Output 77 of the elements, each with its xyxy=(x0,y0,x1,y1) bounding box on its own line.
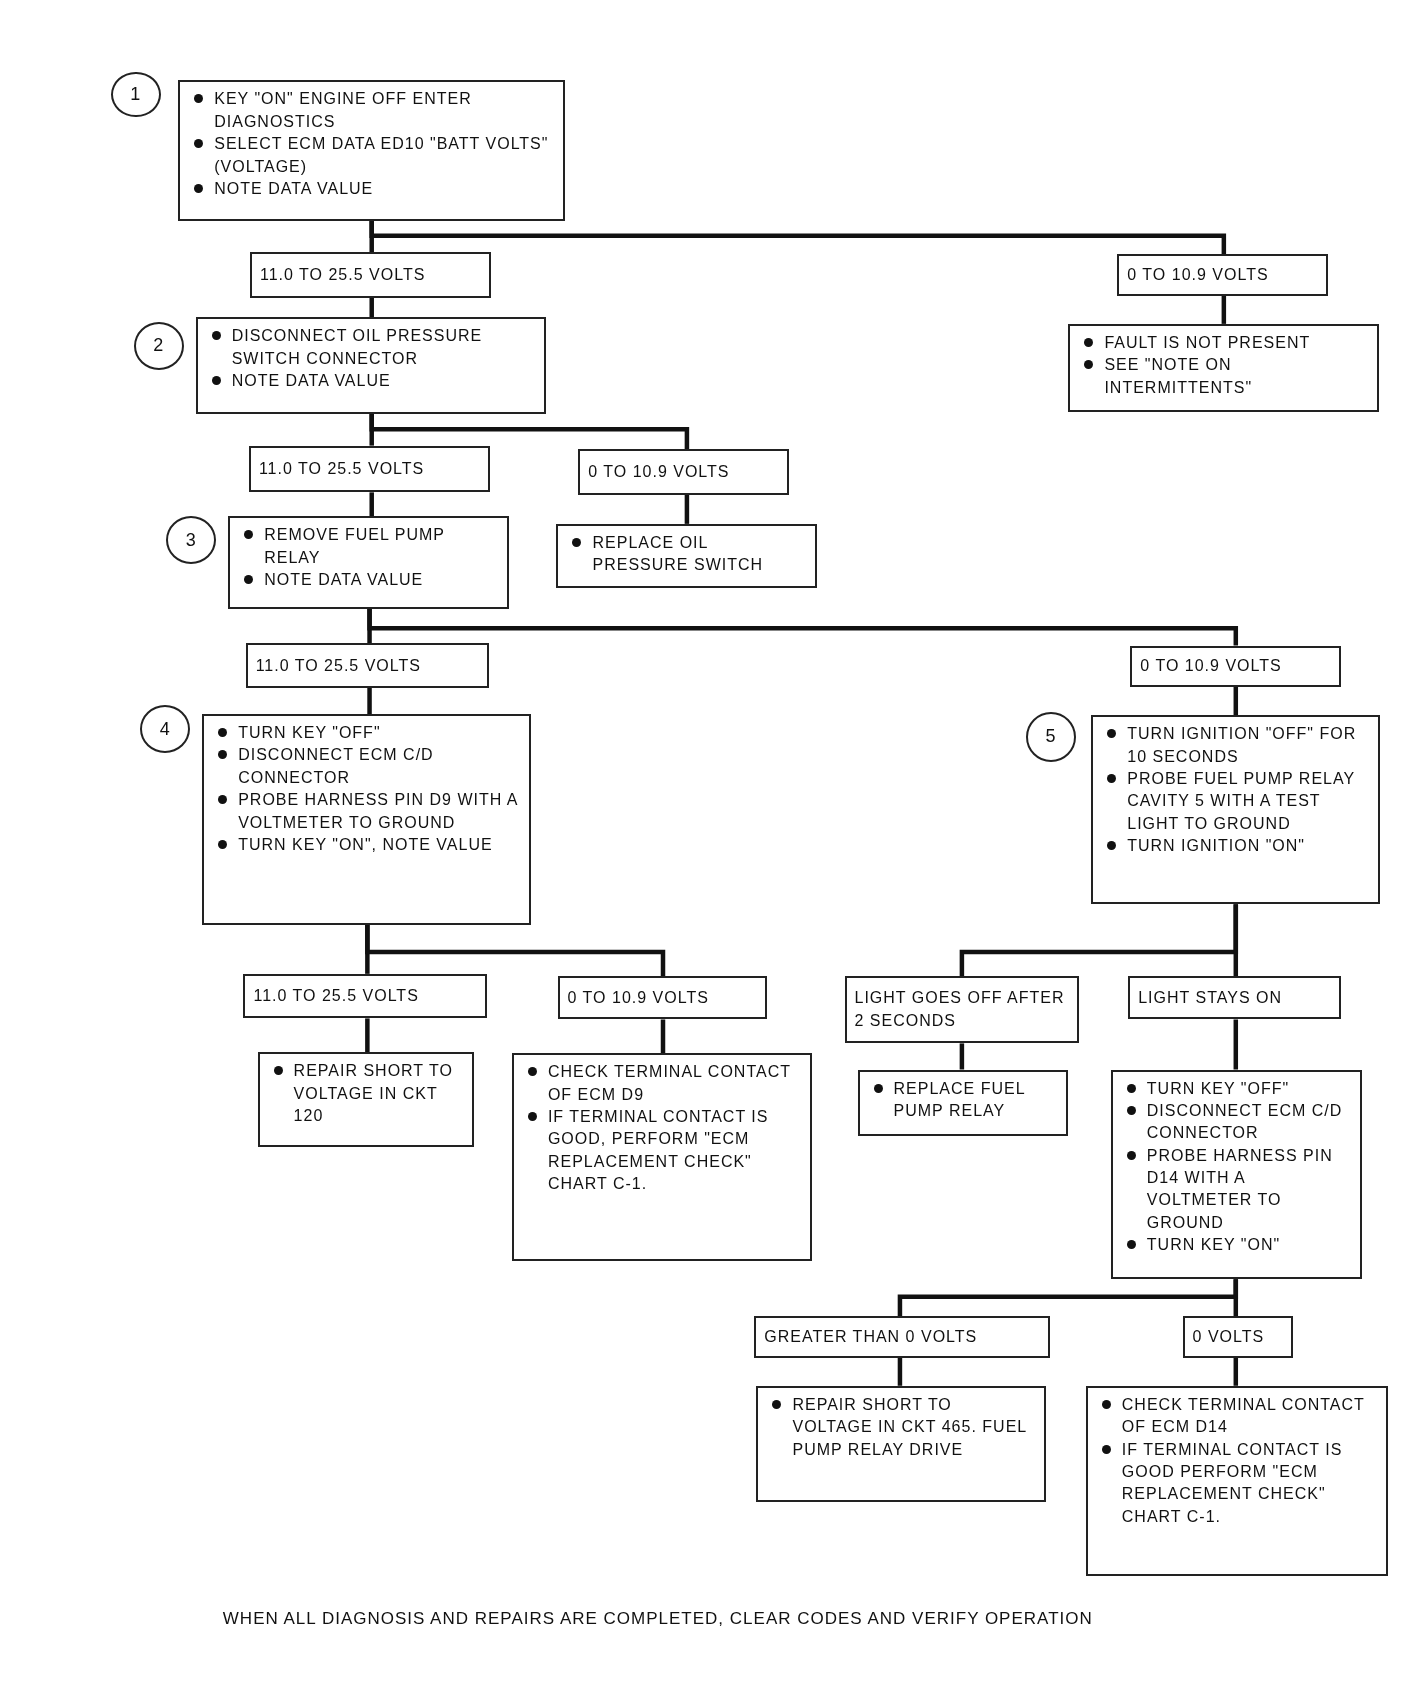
connector-line xyxy=(369,220,1227,255)
bullet-item: PROBE HARNESS PIN D14 WITH A VOLTMETER TO GROUND xyxy=(1120,1144,1352,1235)
instruction-box xyxy=(1091,715,1381,905)
bullet-item: PROBE FUEL PUMP RELAY CAVITY 5 WITH A TEST LIGHT TO GROUND xyxy=(1101,767,1371,836)
step-number-circle: 1 xyxy=(110,71,161,118)
instruction-box xyxy=(857,1069,1069,1136)
result-box: 11.0 TO 25.5 VOLTS xyxy=(250,252,492,298)
result-box: 0 TO 10.9 VOLTS xyxy=(1130,645,1342,687)
instruction-box xyxy=(195,317,546,415)
instruction-box xyxy=(756,1385,1046,1503)
result-box: 0 TO 10.9 VOLTS xyxy=(1117,254,1329,296)
bullet-item: DISCONNECT ECM C/D CONNECTOR xyxy=(1120,1099,1352,1145)
connector-line xyxy=(684,494,690,524)
step-number-circle: 2 xyxy=(133,321,184,370)
connector-line xyxy=(897,1357,903,1386)
bullet-item: REPLACE OIL PRESSURE SWITCH xyxy=(566,531,808,577)
bullet-item: KEY "ON" ENGINE OFF ENTER DIAGNOSTICS xyxy=(188,88,556,134)
instruction-box xyxy=(178,80,566,221)
connector-line xyxy=(369,492,374,517)
bullet-item: TURN KEY "OFF" xyxy=(1120,1077,1352,1100)
instruction-box xyxy=(1085,1385,1388,1576)
bullet-item: DISCONNECT ECM C/D CONNECTOR xyxy=(212,744,522,790)
bullet-item: IF TERMINAL CONTACT IS GOOD PERFORM "ECM REPLACEMENT CHECK" CHART C-1. xyxy=(1095,1438,1378,1529)
bullet-item: NOTE DATA VALUE xyxy=(188,178,556,201)
connector-line xyxy=(959,1043,965,1070)
step-number-circle: 3 xyxy=(166,516,217,565)
instruction-box xyxy=(556,523,818,588)
step-number-circle: 5 xyxy=(1026,711,1076,762)
result-box: LIGHT GOES OFF AFTER 2 SECONDS xyxy=(844,976,1080,1044)
bullet-item: REPAIR SHORT TO VOLTAGE IN CKT 120 xyxy=(267,1060,464,1128)
instruction-box xyxy=(202,714,532,925)
bullet-item: DISCONNECT OIL PRESSURE SWITCH CONNECTOR xyxy=(205,325,536,371)
result-box: GREATER THAN 0 VOLTS xyxy=(754,1316,1050,1358)
connector-line xyxy=(369,297,374,318)
result-box: 0 VOLTS xyxy=(1182,1316,1294,1358)
instruction-box xyxy=(1068,323,1380,412)
footer-note: WHEN ALL DIAGNOSIS AND REPAIRS ARE COMPLETED, CLEAR CODES AND VERIFY OPERATION xyxy=(222,1608,1093,1629)
connector-line xyxy=(367,608,1239,646)
bullet-item: FAULT IS NOT PRESENT xyxy=(1078,331,1370,355)
connector-line xyxy=(1221,295,1227,324)
instruction-box xyxy=(228,516,509,609)
result-box: 0 TO 10.9 VOLTS xyxy=(557,976,768,1020)
connector-line xyxy=(1233,1357,1239,1386)
bullet-item: REPLACE FUEL PUMP RELAY xyxy=(867,1077,1059,1123)
connector-line xyxy=(365,924,666,976)
bullet-item: REMOVE FUEL PUMP RELAY xyxy=(238,524,499,570)
bullet-item: TURN IGNITION "OFF" FOR 10 SECONDS xyxy=(1101,723,1371,768)
instruction-box xyxy=(1110,1069,1362,1280)
step-number-circle: 4 xyxy=(140,705,191,754)
instruction-box xyxy=(257,1052,474,1147)
connector-line xyxy=(367,688,372,715)
bullet-item: TURN IGNITION "ON" xyxy=(1101,835,1371,858)
result-box: LIGHT STAYS ON xyxy=(1128,976,1342,1020)
bullet-item: NOTE DATA VALUE xyxy=(205,370,536,393)
connector-line xyxy=(660,1019,666,1054)
instruction-box xyxy=(511,1053,812,1261)
connector-line xyxy=(1233,904,1239,976)
connector-line xyxy=(365,1018,370,1053)
result-box: 11.0 TO 25.5 VOLTS xyxy=(245,643,490,688)
bullet-item: IF TERMINAL CONTACT IS GOOD, PERFORM "ECM REPLACEMENT CHECK" CHART C-1. xyxy=(521,1105,802,1196)
bullet-item: TURN KEY "ON", NOTE VALUE xyxy=(212,834,522,857)
bullet-item: REPAIR SHORT TO VOLTAGE IN CKT 465. FUEL PUMP RELAY DRIVE xyxy=(766,1393,1036,1461)
connector-line xyxy=(1233,686,1239,716)
bullet-item: PROBE HARNESS PIN D9 WITH A VOLTMETER TO GROUND xyxy=(212,789,522,835)
result-box: 11.0 TO 25.5 VOLTS xyxy=(248,445,491,493)
bullet-item: NOTE DATA VALUE xyxy=(238,569,499,592)
bullet-item: TURN KEY "OFF" xyxy=(212,722,522,745)
connector-line xyxy=(1233,1279,1239,1317)
bullet-item: SELECT ECM DATA ED10 "BATT VOLTS" (VOLTAGE) xyxy=(188,133,556,178)
bullet-item: CHECK TERMINAL CONTACT OF ECM D14 xyxy=(1095,1393,1378,1439)
bullet-item: CHECK TERMINAL CONTACT OF ECM D9 xyxy=(521,1061,802,1106)
connector-line xyxy=(1233,1019,1239,1070)
result-box: 11.0 TO 25.5 VOLTS xyxy=(243,973,487,1019)
bullet-item: SEE "NOTE ON INTERMITTENTS" xyxy=(1078,354,1370,400)
result-box: 0 TO 10.9 VOLTS xyxy=(578,448,790,495)
connector-line xyxy=(369,414,690,449)
bullet-item: TURN KEY "ON" xyxy=(1120,1234,1352,1257)
